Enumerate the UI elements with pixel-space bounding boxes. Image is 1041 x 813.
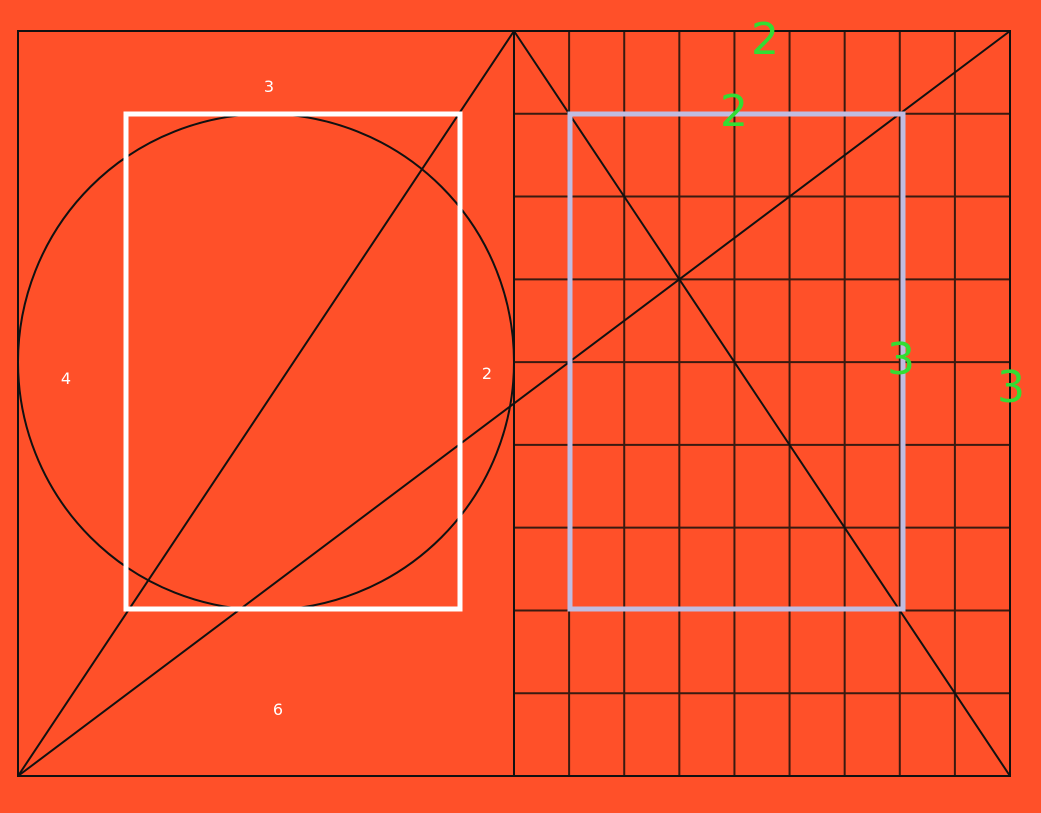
top-margin-label: 3 (264, 77, 274, 96)
top-outer-label: 2 (751, 14, 779, 65)
side-inner-label: 3 (887, 334, 915, 385)
inner-margin-label: 2 (482, 364, 492, 383)
outer-margin-label: 4 (61, 369, 71, 388)
right-page-diagonal (513, 30, 1011, 777)
side-outer-label: 3 (997, 362, 1025, 413)
right-text-block (567, 111, 906, 612)
left-text-block (123, 111, 463, 612)
spread-diagonal (17, 30, 1011, 777)
bottom-margin-label: 6 (273, 700, 283, 719)
top-inner-label: 2 (720, 86, 748, 137)
left-page-diagonal (17, 30, 515, 777)
